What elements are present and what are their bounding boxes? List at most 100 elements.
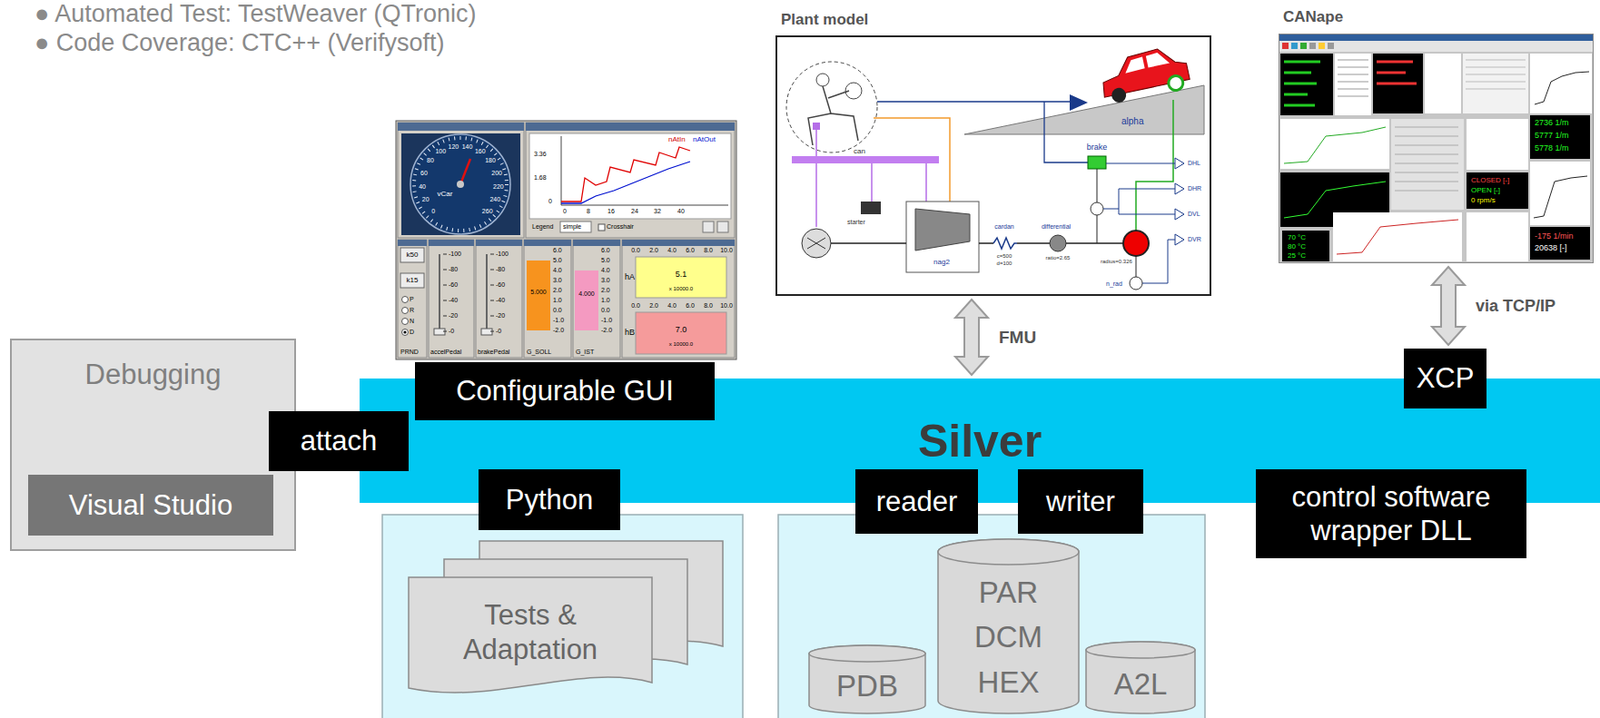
canape-screenshot-part xyxy=(1282,42,1289,50)
gui-screenshot-part xyxy=(622,239,735,358)
gui-screenshot-part-part xyxy=(402,296,409,304)
canape-frame: CANape xyxy=(1278,33,1594,264)
plant-illustration-part-part xyxy=(1175,208,1185,220)
gui-screenshot-part xyxy=(456,180,465,188)
gui-screenshot-part xyxy=(622,239,735,247)
gui-screenshot-part xyxy=(397,122,524,131)
cylinder-top xyxy=(809,645,926,662)
gui-screenshot-part xyxy=(561,147,691,202)
annotation-label: G_IST xyxy=(575,348,594,356)
canape-screenshot-part xyxy=(1534,71,1590,105)
annotation-label: 10.0 xyxy=(720,302,733,310)
plant-illustration-part xyxy=(877,101,1088,163)
plant-illustration-part-part xyxy=(1175,183,1185,195)
gui-screenshot-part xyxy=(460,158,471,185)
annotation-label: starter xyxy=(847,218,866,227)
storage-panel-part xyxy=(382,514,743,718)
annotation-label: N xyxy=(409,317,415,326)
tool-box: Visual Studio xyxy=(28,474,274,536)
gui-screenshot-part xyxy=(529,133,731,219)
annotation-label: 0 rpm/s xyxy=(1471,196,1496,205)
plant-model-frame: Plant model xyxy=(775,35,1212,297)
gui-screenshot-part xyxy=(438,254,441,333)
storage-panel xyxy=(382,514,1205,718)
plant-illustration-part xyxy=(801,228,831,258)
annotation-label: 3.0 xyxy=(601,276,611,285)
annotation-label: OPEN [-] xyxy=(1471,186,1501,195)
annotation-label: -100 xyxy=(495,250,509,258)
cylinder-body xyxy=(809,645,926,714)
annotation-label: n_rad xyxy=(1106,280,1123,288)
plant-illustration-part xyxy=(812,122,820,130)
gui-screenshot-part xyxy=(401,133,521,236)
box-text: control software wrapper DLL xyxy=(1268,480,1514,548)
annotation-label: G_SOLL xyxy=(526,348,552,356)
annotation-label: CLOSED [-] xyxy=(1471,176,1510,185)
annotation-label: -0 xyxy=(448,327,455,336)
annotation-label: -40 xyxy=(495,296,505,305)
annotation-label: DVR xyxy=(1187,236,1202,244)
gui-screenshot-part xyxy=(397,122,524,238)
canape-screenshot-part xyxy=(1533,176,1588,218)
plant-illustration-part xyxy=(830,242,994,245)
annotation-label: can xyxy=(853,147,866,156)
database-cylinder: PDB xyxy=(808,644,927,715)
annotation-label: -40 xyxy=(448,296,458,305)
gui-screenshot-part xyxy=(635,256,727,298)
box-text: XCP xyxy=(1416,361,1475,396)
plant-illustration-part xyxy=(807,237,826,249)
gui-screenshot-part xyxy=(428,239,475,358)
annotation-label: 0.0 xyxy=(553,306,563,315)
plant-illustration-part xyxy=(1129,276,1143,290)
plant-illustration xyxy=(786,43,1205,290)
annotation-label: 16 xyxy=(607,207,615,216)
annotation-label: 4.0 xyxy=(667,246,677,255)
annotation-label: nAtOut xyxy=(692,135,716,144)
gui-screenshot-part xyxy=(397,239,427,358)
plant-illustration-part xyxy=(816,73,830,87)
annotation-label: 40 xyxy=(677,207,685,216)
canape-screenshot-part xyxy=(1391,118,1464,210)
double-arrow xyxy=(1432,266,1465,346)
annotation-label: 6.0 xyxy=(553,246,563,255)
plant-illustration-part xyxy=(915,208,970,251)
annotation-label: simple xyxy=(562,223,582,231)
annotation-label: k50 xyxy=(406,250,419,259)
annotation-label: 5777 1/m xyxy=(1534,130,1570,140)
double-arrow xyxy=(955,299,988,376)
canape-screenshot-part xyxy=(1278,40,1594,52)
gui-screenshot-part xyxy=(574,270,599,331)
annotation-label: 2736 1/m xyxy=(1534,118,1570,128)
annotation-label: 8 xyxy=(586,207,591,216)
annotation-label: brakePedal xyxy=(477,348,510,356)
plant-illustration-part xyxy=(1017,242,1124,245)
canape-screenshot-part xyxy=(1530,115,1591,159)
plant-illustration-part xyxy=(860,201,881,215)
database-cylinder: A2L xyxy=(1085,641,1196,715)
canape-screenshot xyxy=(1278,33,1594,264)
annotation-label: 2.0 xyxy=(649,302,659,310)
frame-heading: CANape xyxy=(1283,8,1344,27)
canape-screenshot-part xyxy=(1291,42,1298,50)
annotation-label: 160 xyxy=(474,148,486,156)
gui-screenshot-part xyxy=(523,239,572,247)
canape-screenshot-part xyxy=(1309,42,1316,50)
annotation-label: k15 xyxy=(406,276,419,285)
plant-illustration-part xyxy=(906,201,979,273)
gui-screenshot-part-part xyxy=(402,318,409,326)
gui-screenshot-part xyxy=(475,239,523,247)
plant-illustration-part-part xyxy=(1096,43,1190,98)
annotation-label: R xyxy=(409,306,415,315)
plant-illustration-part xyxy=(964,85,1205,135)
annotation-label: -20 xyxy=(448,312,458,320)
annotation-label: 120 xyxy=(448,143,460,151)
annotation-label: 5.0 xyxy=(601,256,611,265)
annotation-label: 8.0 xyxy=(703,246,713,255)
annotation-label: 4.0 xyxy=(667,302,677,310)
annotation-label: differential xyxy=(1041,223,1071,231)
gui-screenshot-part xyxy=(635,312,727,355)
box-title: Debugging xyxy=(85,358,222,392)
annotation-label: -60 xyxy=(448,281,458,289)
annotation-label: hB xyxy=(624,327,635,337)
gui-screenshot-part xyxy=(526,260,551,331)
